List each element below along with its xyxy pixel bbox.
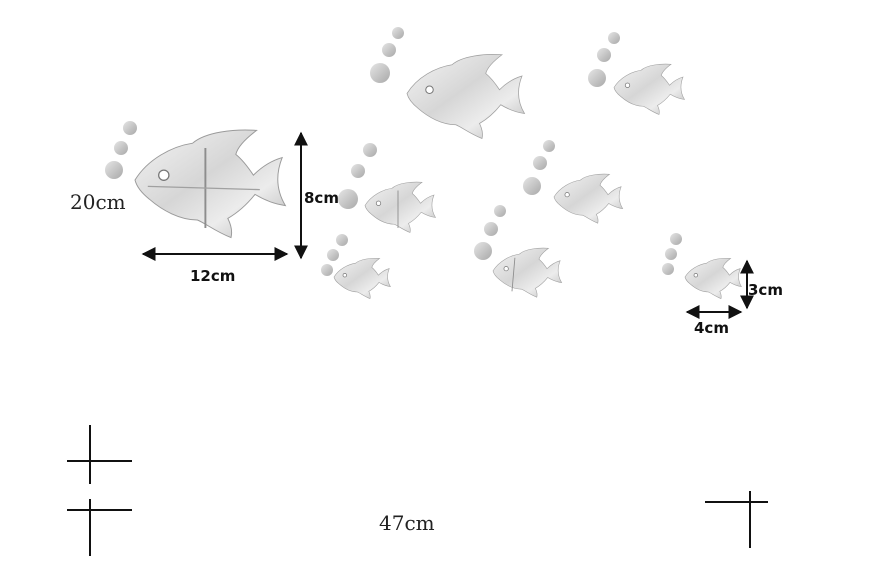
- small-fish-height-label: 3cm: [748, 281, 783, 299]
- fish-mirror: [613, 63, 685, 115]
- center-right-fish-group: [523, 140, 623, 224]
- overall-height-label: 20cm: [70, 190, 126, 214]
- bubble-icon: [321, 264, 333, 276]
- bubble-icon: [484, 222, 498, 236]
- fish-mirror: [364, 181, 436, 233]
- bubble-icon: [363, 143, 377, 157]
- bubble-icon: [327, 249, 339, 261]
- bubble-icon: [392, 27, 404, 39]
- large-fish-width-label: 12cm: [190, 267, 235, 285]
- bubble-icon: [665, 248, 677, 260]
- crop-marks: [67, 425, 768, 556]
- large-fish-height-label: 8cm: [304, 189, 339, 207]
- bubble-icon: [474, 242, 492, 260]
- fish-mirror: [553, 173, 623, 224]
- small-fish-width-label: 4cm: [694, 319, 729, 337]
- bubble-icon: [114, 141, 128, 155]
- overall-width-label: 47cm: [379, 511, 435, 535]
- large-fish-group: 8cm 12cm: [105, 121, 339, 285]
- top-fish-group: [370, 27, 526, 140]
- bubble-icon: [662, 263, 674, 275]
- bubble-icon: [336, 234, 348, 246]
- lower-left-fish-group: [321, 234, 391, 299]
- bubble-icon: [588, 69, 606, 87]
- bubble-icon: [597, 48, 611, 62]
- fish-mirror: [492, 247, 562, 298]
- small-fish-group: 3cm 4cm: [662, 233, 783, 337]
- large-fish-mirror: [134, 129, 287, 239]
- bubble-icon: [670, 233, 682, 245]
- lower-center-fish-group: [474, 205, 562, 298]
- top-right-fish-group: [588, 32, 685, 115]
- bubble-icon: [105, 161, 123, 179]
- bubble-icon: [523, 177, 541, 195]
- small-fish-mirror: [684, 257, 742, 299]
- bubble-icon: [123, 121, 137, 135]
- bubble-icon: [608, 32, 620, 44]
- bubble-icon: [533, 156, 547, 170]
- bubble-icon: [382, 43, 396, 57]
- fish-mirror: [333, 257, 391, 299]
- bubble-icon: [543, 140, 555, 152]
- bubble-icon: [338, 189, 358, 209]
- bubble-icon: [494, 205, 506, 217]
- middle-fish-group: [338, 143, 436, 233]
- bubble-icon: [351, 164, 365, 178]
- fish-mirror: [406, 53, 526, 140]
- bubble-icon: [370, 63, 390, 83]
